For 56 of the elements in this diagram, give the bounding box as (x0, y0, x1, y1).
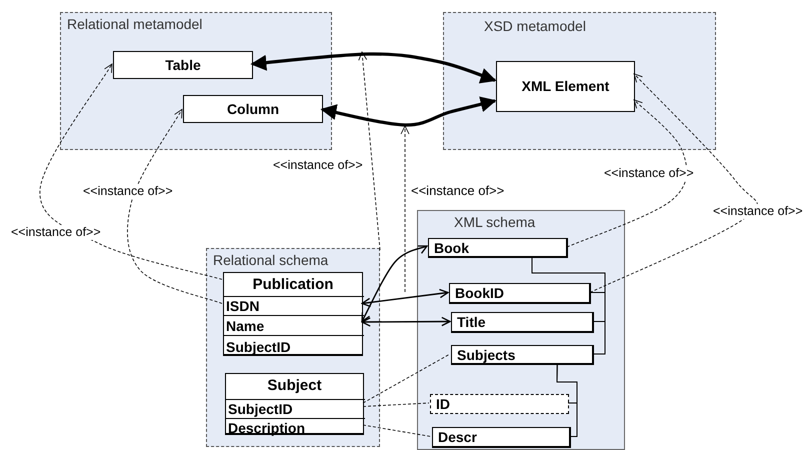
node-label: Description (227, 420, 306, 436)
class-box (496, 61, 635, 112)
element-box (451, 312, 594, 333)
dashed-connector (362, 402, 430, 407)
node-label: Descr (437, 429, 477, 445)
connector-arrow (320, 96, 497, 127)
model-container (443, 12, 716, 150)
node-label: Subjects (456, 346, 516, 362)
element-box (428, 238, 568, 258)
table-row (224, 335, 364, 357)
edge-label: <<instance of>> (603, 166, 695, 181)
element-box (432, 427, 571, 448)
element-box (430, 394, 569, 414)
node-label: Name (225, 318, 264, 334)
node-label: Title (456, 314, 486, 330)
node-label: ID (435, 396, 450, 412)
node-label: SubjectID (227, 401, 293, 417)
connector-arrow (361, 288, 449, 308)
class-box (183, 95, 323, 123)
table-row (226, 418, 365, 436)
node-label: SubjectID (225, 338, 291, 354)
dashed-connector (362, 354, 450, 404)
connector-arrow (361, 244, 428, 322)
connector-arrow (250, 52, 496, 84)
container-title: Relational schema (213, 251, 328, 270)
note-label: <<instance of>> (410, 183, 506, 198)
edge-label: <<instance of>> (10, 225, 102, 240)
node-label: Column (226, 100, 280, 118)
dashed-connector (127, 109, 222, 304)
dashed-connector (358, 52, 380, 250)
class-box (113, 51, 253, 79)
container-title: Relational metamodel (67, 15, 202, 34)
edge-label: <<instance of>> (712, 204, 804, 219)
table-box (223, 272, 363, 356)
schema-container (417, 210, 625, 450)
model-container (206, 248, 380, 447)
element-box (451, 345, 594, 365)
connector-arrow (361, 316, 451, 327)
node-label: XML Element (522, 77, 610, 96)
dashed-connector (40, 64, 222, 280)
container-title: XML schema (454, 213, 536, 232)
table-box (225, 373, 364, 435)
edge-label: <<instance of>> (82, 184, 174, 199)
node-label: Publication (252, 275, 334, 295)
dashed-connector (566, 99, 688, 248)
node-label: Subject (266, 376, 323, 396)
model-container (60, 12, 332, 150)
node-label: BookID (454, 285, 504, 301)
dashed-connector (362, 424, 432, 437)
dashed-connector (590, 73, 758, 293)
container-title: XSD metamodel (484, 17, 586, 36)
node-label: ISDN (225, 298, 260, 314)
table-row (226, 399, 365, 418)
node-label: Table (165, 56, 201, 74)
element-box (449, 283, 591, 304)
node-label: Book (433, 240, 469, 256)
